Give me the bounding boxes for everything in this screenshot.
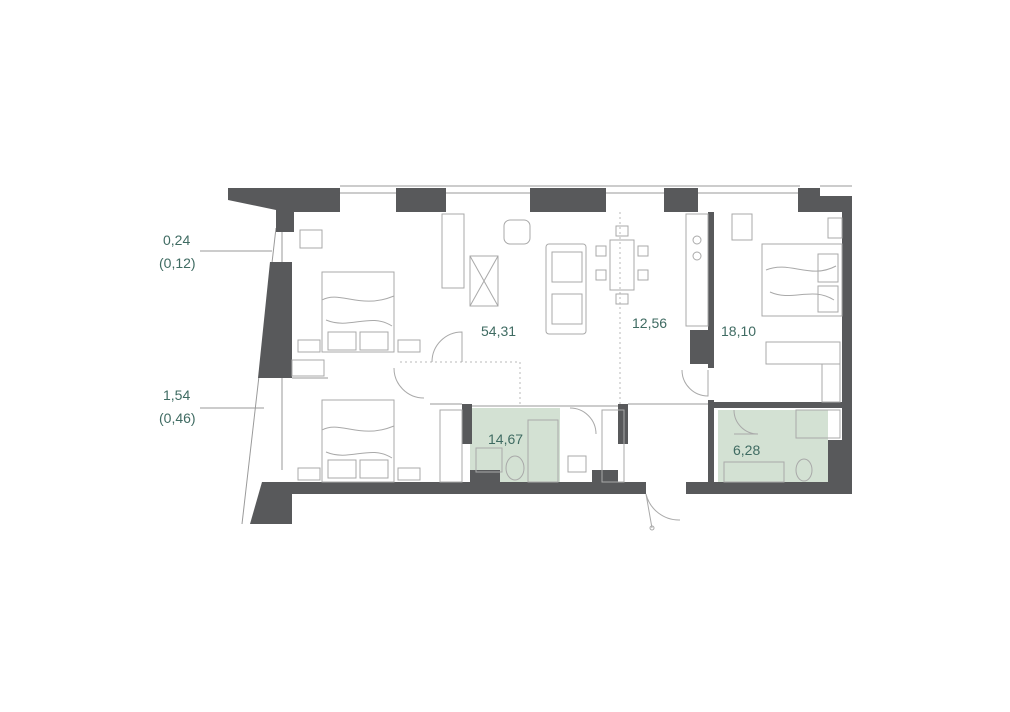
partitions — [292, 212, 708, 407]
balcony-leaders — [200, 250, 272, 409]
balcony-bottom-area: 1,54 — [163, 387, 190, 403]
area-bathroom-1: 14,67 — [488, 431, 523, 447]
bathroom-2-fixtures — [723, 409, 841, 483]
bed-top — [297, 271, 421, 353]
balcony-bottom-reduced: (0,46) — [159, 410, 196, 426]
balcony-top-area: 0,24 — [163, 232, 190, 248]
wardrobes — [291, 213, 841, 483]
kitchen-unit — [685, 213, 709, 327]
doors — [393, 331, 759, 531]
living-furniture — [469, 219, 587, 335]
area-bathroom-2: 6,28 — [733, 442, 760, 458]
area-bedroom: 18,10 — [721, 323, 756, 339]
dining-table — [595, 225, 649, 305]
walls — [228, 188, 852, 524]
bed-right — [731, 213, 843, 317]
balcony-top-reduced: (0,12) — [159, 255, 196, 271]
bed-bottom — [297, 399, 421, 483]
bathroom-1-fixtures — [475, 419, 587, 483]
area-kitchen: 12,56 — [632, 315, 667, 331]
bathroom-2-floor — [718, 410, 828, 482]
area-living: 54,31 — [481, 323, 516, 339]
